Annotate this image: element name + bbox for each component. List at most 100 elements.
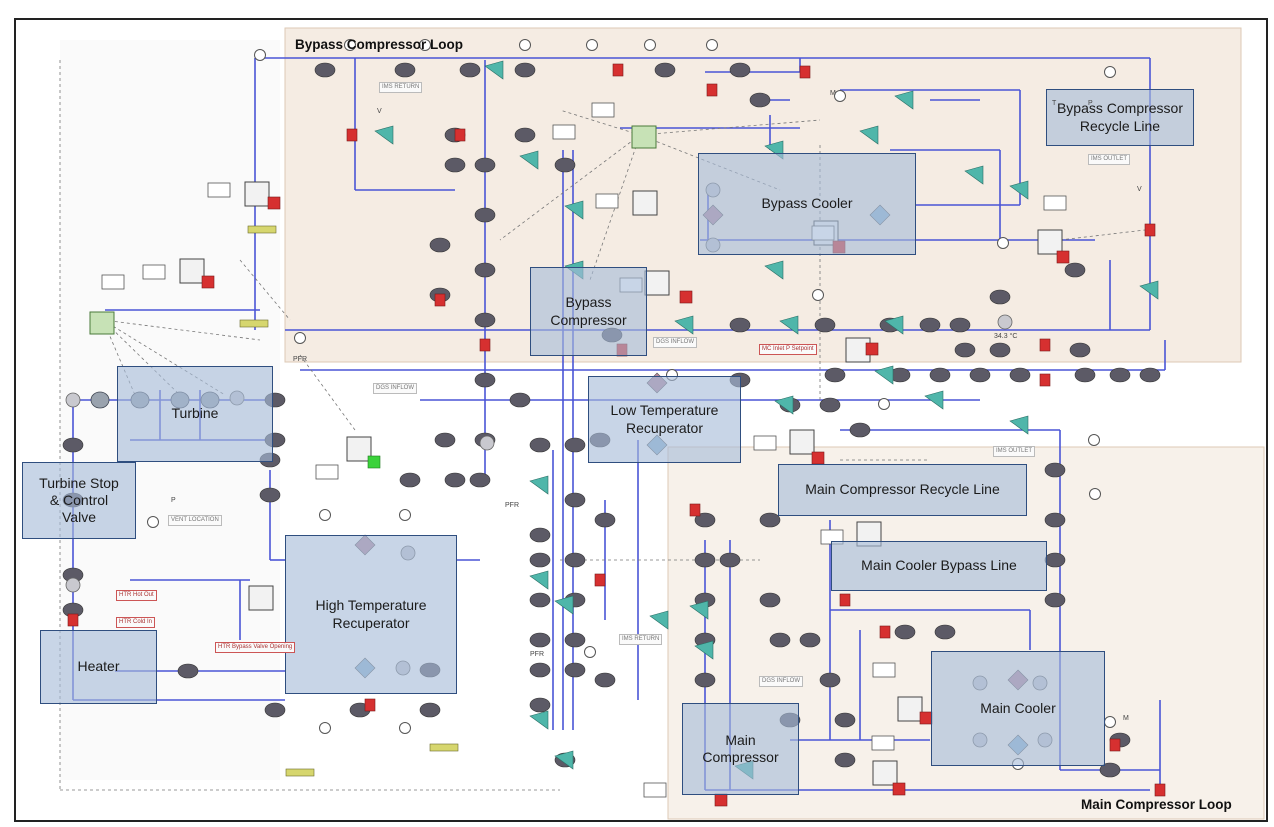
control-valve-symbol [479, 338, 491, 352]
alarm-indicator [679, 290, 693, 304]
heater-box[interactable]: Heater [40, 630, 157, 704]
flow-element-symbol [954, 342, 976, 358]
bypass-compressor-line-1: Bypass [565, 294, 612, 311]
gauge-symbol [1104, 716, 1116, 728]
flow-element-symbol [719, 552, 741, 568]
flow-element-symbol [509, 392, 531, 408]
control-valve-symbol [1144, 223, 1156, 237]
signal-line [639, 134, 781, 191]
flow-element-symbol [564, 662, 586, 678]
flow-element-symbol [729, 62, 751, 78]
t-label: T [1052, 100, 1057, 107]
flow-element-symbol [1044, 462, 1066, 478]
flow-element-symbol [819, 397, 841, 413]
v-label-2: V [1137, 186, 1142, 193]
alarm-indicator [865, 342, 879, 356]
controller-panel [244, 181, 270, 207]
controller-panel [632, 190, 658, 216]
shaft-coupling-symbol [247, 225, 277, 234]
function-block-icon [142, 264, 166, 280]
main-cooler-box[interactable]: Main Cooler [931, 651, 1105, 766]
compressor-symbol [874, 365, 894, 385]
gauge-symbol [419, 39, 431, 51]
signal-line [299, 354, 356, 431]
main-compressor-line-1: Main [725, 731, 756, 748]
bypass-loop-label: Bypass Compressor Loop [295, 37, 464, 52]
compressor-symbol [554, 750, 574, 770]
flow-element-symbol [474, 207, 496, 223]
gauge-symbol [399, 509, 411, 521]
main-compressor-recycle-line-box[interactable]: Main Compressor Recycle Line [778, 464, 1027, 516]
control-valve-symbol [879, 625, 891, 639]
controller-panel [872, 760, 898, 786]
flow-element-symbol [759, 512, 781, 528]
flow-element-symbol [469, 472, 491, 488]
signal-line [499, 134, 641, 241]
bypass-compressor-line-2: Compressor [550, 311, 627, 328]
flow-element-symbol [529, 437, 551, 453]
main-cooler-label: Main Cooler [980, 699, 1056, 716]
flow-element-symbol [529, 527, 551, 543]
compressor-symbol [529, 570, 549, 590]
control-valve-symbol [689, 503, 701, 517]
flow-element-symbol [1044, 552, 1066, 568]
function-block-icon [643, 782, 667, 798]
ims-return-bottom-tag: IMS RETURN [619, 634, 663, 645]
function-block-icon [1043, 195, 1067, 211]
m-label-2: M [1123, 715, 1129, 722]
main-recycle-label: Main Compressor Recycle Line [805, 481, 1000, 498]
bypass-recycle-line-1: Bypass Compressor [1056, 100, 1184, 117]
turbine-valve-line-3: Valve [62, 509, 96, 526]
gauge-symbol [1104, 66, 1116, 78]
node-symbol [479, 435, 495, 451]
pfr-label-2: PFR [505, 502, 519, 509]
flow-element-symbol [1074, 367, 1096, 383]
flow-element-symbol [529, 632, 551, 648]
control-valve-symbol [454, 128, 466, 142]
turbine-box[interactable]: Turbine [117, 366, 273, 462]
gauge-symbol [1089, 488, 1101, 500]
turbine-valve-line-1: Turbine Stop [39, 474, 119, 491]
flow-element-symbol [529, 552, 551, 568]
equipment-symbols [62, 39, 1166, 807]
dgs-inflow-tag: DGS INFLOW [653, 337, 698, 348]
flow-element-symbol [564, 492, 586, 508]
flow-element-symbol [514, 127, 536, 143]
function-block-icon [872, 662, 896, 678]
controller-panel [897, 696, 923, 722]
gauge-symbol [1088, 434, 1100, 446]
vent-location-tag: VENT LOCATION [168, 515, 222, 526]
gauge-symbol [399, 722, 411, 734]
compressor-symbol [1139, 280, 1159, 300]
function-block-icon [753, 435, 777, 451]
flow-element-symbol [969, 367, 991, 383]
compressor-symbol [484, 60, 504, 80]
gauge-symbol [644, 39, 656, 51]
flow-element-symbol [429, 237, 451, 253]
flow-element-symbol [399, 472, 421, 488]
flow-element-symbol [444, 472, 466, 488]
function-block-icon [595, 193, 619, 209]
flow-element-symbol [729, 317, 751, 333]
bypass-cooler-box[interactable]: Bypass Cooler [698, 153, 916, 255]
alarm-indicator [201, 275, 215, 289]
compressor-symbol [689, 600, 709, 620]
compressor-symbol [779, 315, 799, 335]
compressor-symbol [859, 125, 879, 145]
flow-element-symbol [1009, 367, 1031, 383]
main-cooler-bypass-line-box[interactable]: Main Cooler Bypass Line [831, 541, 1047, 591]
flow-element-symbol [514, 62, 536, 78]
heater-label: Heater [77, 658, 120, 675]
shaft-coupling-symbol [239, 319, 269, 328]
flow-element-symbol [1109, 367, 1131, 383]
flow-element-symbol [594, 672, 616, 688]
flow-element-symbol [264, 702, 286, 718]
signal-line [102, 319, 261, 341]
compressor-symbol [884, 315, 904, 335]
